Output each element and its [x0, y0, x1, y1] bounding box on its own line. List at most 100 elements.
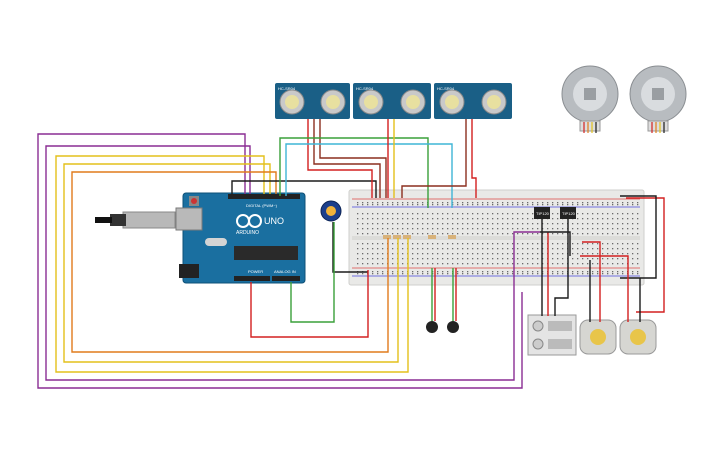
breadboard-hole — [557, 228, 559, 230]
dc-motor-bottom-1[interactable] — [579, 319, 617, 355]
breadboard-hole — [577, 243, 579, 245]
breadboard-hole — [472, 248, 474, 250]
breadboard-hole — [587, 218, 589, 220]
breadboard-hole — [552, 248, 554, 250]
breadboard-hole — [522, 253, 524, 255]
breadboard-hole — [617, 218, 619, 220]
breadboard-hole — [632, 233, 634, 235]
breadboard-hole — [487, 253, 489, 255]
breadboard-hole — [422, 243, 424, 245]
breadboard-hole — [432, 248, 434, 250]
breadboard-hole — [587, 271, 589, 273]
breadboard-hole — [362, 233, 364, 235]
dc-motor-bottom-2[interactable] — [619, 319, 657, 355]
breadboard-hole — [387, 228, 389, 230]
breadboard-hole — [627, 243, 629, 245]
breadboard-hole — [517, 271, 519, 273]
breadboard-hole — [402, 273, 404, 275]
breadboard-hole — [472, 228, 474, 230]
breadboard-hole — [497, 228, 499, 230]
breadboard-hole — [422, 253, 424, 255]
breadboard-hole — [612, 213, 614, 215]
dc-motor-top-1[interactable] — [561, 65, 619, 132]
breadboard-hole — [582, 223, 584, 225]
breadboard-hole — [552, 228, 554, 230]
breadboard-hole — [492, 243, 494, 245]
battery-pack[interactable] — [527, 314, 577, 356]
ultrasonic-sensor-2[interactable]: HC-SR04 — [353, 83, 431, 119]
breadboard-hole — [472, 263, 474, 265]
transistor-2[interactable]: TIP120 — [560, 207, 576, 219]
resistor — [403, 235, 411, 239]
analog-label: ANALOG IN — [274, 269, 296, 274]
breadboard-hole — [507, 258, 509, 260]
breadboard-hole — [612, 228, 614, 230]
breadboard-hole — [527, 218, 529, 220]
breadboard-hole — [592, 248, 594, 250]
buzzer-1[interactable] — [426, 321, 438, 333]
breadboard-hole — [507, 273, 509, 275]
breadboard-hole — [627, 253, 629, 255]
breadboard-hole — [467, 273, 469, 275]
breadboard-hole — [572, 248, 574, 250]
breadboard-hole — [407, 213, 409, 215]
breadboard-hole — [577, 271, 579, 273]
breadboard-hole — [467, 218, 469, 220]
breadboard-hole — [447, 228, 449, 230]
breadboard-hole — [612, 253, 614, 255]
breadboard-hole — [557, 243, 559, 245]
breadboard-hole — [482, 202, 484, 204]
breadboard-hole — [502, 202, 504, 204]
breadboard-hole — [597, 273, 599, 275]
breadboard-hole — [447, 213, 449, 215]
breadboard-hole — [507, 253, 509, 255]
breadboard-hole — [372, 204, 374, 206]
breadboard-hole — [537, 263, 539, 265]
breadboard-hole — [362, 213, 364, 215]
breadboard-hole — [487, 258, 489, 260]
breadboard-hole — [577, 263, 579, 265]
wire-orange — [71, 171, 389, 353]
breadboard-hole — [572, 263, 574, 265]
breadboard-hole — [357, 263, 359, 265]
breadboard-hole — [562, 271, 564, 273]
breadboard-hole — [432, 218, 434, 220]
breadboard-hole — [357, 233, 359, 235]
breadboard-hole — [422, 228, 424, 230]
breadboard-hole — [457, 233, 459, 235]
breadboard-hole — [522, 248, 524, 250]
breadboard-hole — [552, 273, 554, 275]
breadboard-hole — [422, 204, 424, 206]
breadboard-hole — [367, 258, 369, 260]
breadboard-hole — [617, 233, 619, 235]
breadboard-hole — [432, 213, 434, 215]
buzzer-2[interactable] — [447, 321, 459, 333]
breadboard-hole — [492, 204, 494, 206]
breadboard-hole — [557, 218, 559, 220]
breadboard-hole — [512, 263, 514, 265]
breadboard-hole — [602, 263, 604, 265]
dc-motor-top-2[interactable] — [629, 65, 687, 132]
breadboard-hole — [447, 233, 449, 235]
breadboard-hole — [597, 253, 599, 255]
breadboard-hole — [407, 223, 409, 225]
breadboard-hole — [477, 228, 479, 230]
breadboard-hole — [632, 223, 634, 225]
arduino-uno-board[interactable]: UNO ARDUINO DIGITAL (PWM~) POWER ANALOG … — [175, 192, 306, 284]
breadboard-hole — [512, 228, 514, 230]
ultrasonic-sensor-3[interactable]: HC-SR04 — [434, 83, 512, 119]
breadboard-hole — [597, 263, 599, 265]
breadboard-hole — [592, 271, 594, 273]
breadboard-hole — [532, 248, 534, 250]
breadboard-hole — [477, 271, 479, 273]
breadboard-hole — [632, 258, 634, 260]
ultrasonic-sensor-1[interactable]: HC-SR04 — [275, 83, 350, 119]
breadboard-hole — [377, 213, 379, 215]
potentiometer[interactable] — [320, 200, 342, 222]
breadboard-hole — [357, 223, 359, 225]
transistor-1[interactable]: TIP120 — [534, 207, 550, 219]
breadboard-hole — [402, 218, 404, 220]
breadboard-hole — [577, 213, 579, 215]
breadboard-hole — [517, 273, 519, 275]
